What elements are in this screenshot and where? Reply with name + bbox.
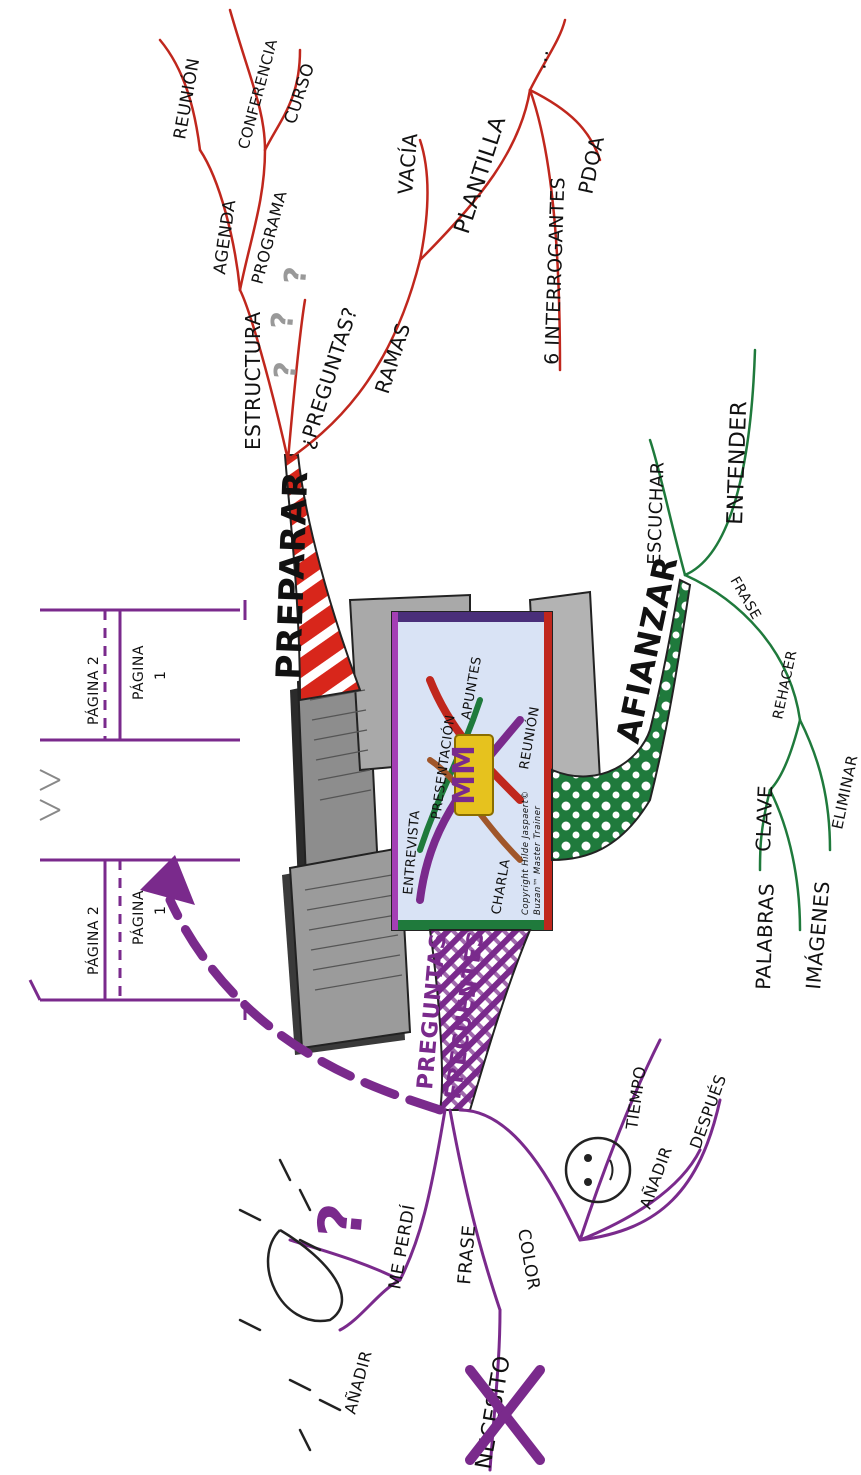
label-pagina2-left: PÁGINA 2 — [85, 906, 102, 975]
label-6-interrogantes: 6 INTERROGANTES — [541, 176, 570, 365]
card-border-bottom — [392, 920, 552, 930]
label-tiempo: TIEMPO — [622, 1065, 650, 1132]
preparar-title: PREPARAR — [269, 470, 316, 680]
label-escuchar: ESCUCHAR — [644, 461, 669, 565]
label-entender: ENTENDER — [723, 400, 752, 525]
label-color: COLOR — [513, 1227, 543, 1291]
logo-mm: MM — [447, 745, 482, 805]
svg-text:?: ? — [278, 265, 314, 285]
center-entrevista: ENTREVISTA — [401, 809, 423, 895]
label-pdoa: PDOA — [573, 134, 609, 196]
label-vacia: VACÍA — [393, 132, 422, 196]
label-eliminar: ELIMINAR — [828, 753, 861, 831]
clock-face-icon — [564, 1136, 632, 1204]
mm-logo: MM — [416, 676, 524, 904]
head-outline — [266, 1228, 344, 1323]
copyright-line-1: Copyright Hilde Jaspaert© — [521, 791, 531, 915]
label-imagenes: IMÁGENES — [801, 880, 834, 991]
big-question-mark: ? — [305, 1201, 378, 1242]
label-pagina1-left: PÁGINA — [130, 890, 147, 945]
afianzar-trunk — [551, 578, 692, 862]
label-num1-left: 1 — [153, 906, 169, 915]
card-border-right — [544, 612, 552, 930]
small-arrows — [39, 769, 61, 821]
label-rehacer: REHACER — [770, 649, 800, 721]
label-dots: ... — [526, 46, 553, 70]
arrow-head — [140, 855, 195, 905]
label-reunion: REUNIÓN — [168, 56, 204, 141]
label-ramas: RAMAS — [370, 320, 415, 397]
label-num1-right: 1 — [153, 671, 169, 680]
label-clave: CLAVE — [751, 785, 777, 853]
label-frase-faq: FRASE — [454, 1224, 480, 1285]
cross-mark-icon — [465, 1365, 545, 1465]
card-border-left — [392, 612, 398, 930]
label-pagina2-right: PÁGINA 2 — [85, 656, 102, 725]
label-curso: CURSO — [281, 61, 319, 127]
label-anadir-2: AÑADIR — [341, 1348, 376, 1416]
central-image: MM ENTREVISTA PRESENTACIÓN APUNTES CHARL… — [282, 590, 602, 1055]
copyright-line-2: Buzan™ Master Trainer — [533, 806, 543, 915]
page-illustration-top — [40, 600, 247, 742]
branch-preparar: PREPARAR ESTRUCTURA AGENDA REUNIÓN PROGR… — [158, 8, 609, 702]
svg-text:?: ? — [268, 360, 304, 380]
page-illustration — [28, 858, 247, 1020]
surprise-lines — [238, 1158, 342, 1452]
label-pagina1-right: PÁGINA — [130, 645, 147, 700]
label-plantilla: PLANTILLA — [450, 113, 511, 237]
question-marks: ? ? ? — [265, 265, 314, 380]
card-border-top — [392, 612, 552, 622]
preparar-trunk — [283, 454, 362, 702]
label-preguntas: ¿PREGUNTAS? — [294, 304, 362, 452]
paper-lines — [304, 689, 403, 991]
faq-dashed-arrow — [165, 895, 445, 1115]
svg-text:?: ? — [265, 310, 301, 330]
label-estructura: ESTRUCTURA — [241, 311, 265, 450]
branch-afianzar: AFIANZAR ESCUCHAR ENTENDER REHACER FRASE… — [551, 348, 861, 991]
label-palabras: PALABRAS — [751, 882, 779, 990]
